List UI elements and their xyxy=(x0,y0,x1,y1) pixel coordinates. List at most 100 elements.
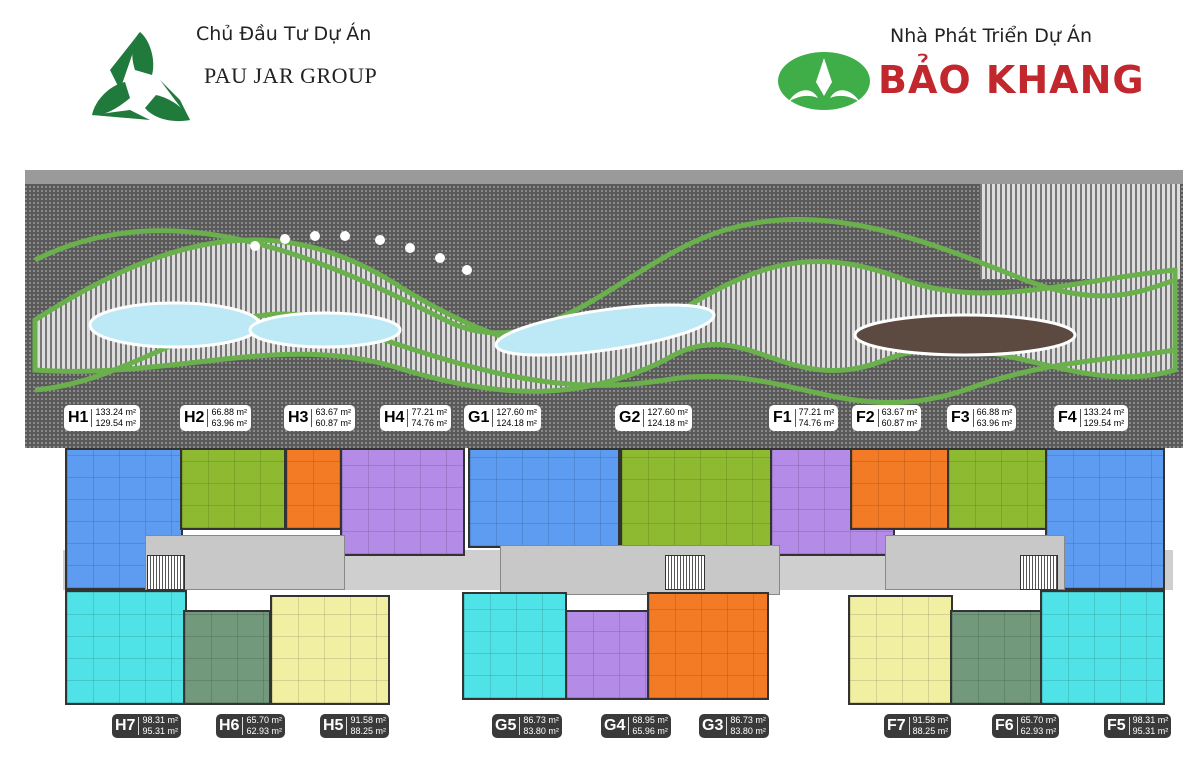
unit-f5[interactable] xyxy=(1040,590,1165,705)
area-net: 88.25 m² xyxy=(350,726,386,736)
area-net: 60.87 m² xyxy=(881,418,918,428)
core-center xyxy=(500,545,780,595)
unit-code: F6 xyxy=(995,717,1018,735)
unit-h5[interactable] xyxy=(270,595,390,705)
area-net: 63.96 m² xyxy=(976,418,1013,428)
unit-code: G5 xyxy=(495,717,521,735)
area-gross: 127.60 m² xyxy=(496,407,537,417)
area-net: 95.31 m² xyxy=(1132,726,1169,736)
area-gross: 66.88 m² xyxy=(211,407,247,417)
area-net: 83.80 m² xyxy=(730,726,766,736)
area-gross: 98.31 m² xyxy=(1132,715,1169,725)
area-gross: 91.58 m² xyxy=(912,715,949,725)
area-net: 65.96 m² xyxy=(632,726,668,736)
unit-code: F2 xyxy=(856,409,879,427)
unit-f4[interactable] xyxy=(1045,448,1165,590)
unit-code: F7 xyxy=(887,717,910,735)
area-gross: 133.24 m² xyxy=(1083,407,1125,417)
unit-f2[interactable] xyxy=(850,448,950,530)
area-gross: 133.24 m² xyxy=(95,407,136,417)
unit-g2[interactable] xyxy=(620,448,772,548)
unit-code: H5 xyxy=(323,717,348,735)
area-net: 60.87 m² xyxy=(315,418,351,428)
unit-code: H3 xyxy=(288,409,313,427)
area-gross: 63.67 m² xyxy=(881,407,918,417)
unit-f7[interactable] xyxy=(848,595,953,705)
area-net: 129.54 m² xyxy=(95,418,136,428)
area-gross: 65.70 m² xyxy=(1020,715,1057,725)
unit-g1[interactable] xyxy=(468,448,620,548)
area-gross: 98.31 m² xyxy=(142,715,178,725)
unit-h1[interactable] xyxy=(65,448,183,590)
area-gross: 86.73 m² xyxy=(730,715,766,725)
area-net: 74.76 m² xyxy=(411,418,447,428)
unit-h4[interactable] xyxy=(340,448,465,556)
area-net: 74.76 m² xyxy=(798,418,835,428)
unit-code: G2 xyxy=(619,409,645,427)
unit-code: H4 xyxy=(384,409,409,427)
unit-code: G1 xyxy=(468,409,494,427)
area-net: 62.93 m² xyxy=(1020,726,1057,736)
unit-f3[interactable] xyxy=(947,448,1052,530)
developer-name: BẢO KHANG xyxy=(878,58,1145,102)
area-gross: 91.58 m² xyxy=(350,715,386,725)
area-gross: 127.60 m² xyxy=(647,407,688,417)
unit-code: F5 xyxy=(1107,717,1130,735)
stair-left xyxy=(147,555,185,590)
unit-code: F4 xyxy=(1058,409,1081,427)
area-gross: 86.73 m² xyxy=(523,715,559,725)
area-gross: 77.21 m² xyxy=(411,407,447,417)
area-gross: 66.88 m² xyxy=(976,407,1013,417)
area-net: 83.80 m² xyxy=(523,726,559,736)
area-gross: 65.70 m² xyxy=(246,715,282,725)
unit-g3[interactable] xyxy=(647,592,769,700)
area-net: 63.96 m² xyxy=(211,418,247,428)
area-net: 124.18 m² xyxy=(647,418,688,428)
unit-code: H6 xyxy=(219,717,244,735)
area-net: 62.93 m² xyxy=(246,726,282,736)
area-gross: 68.95 m² xyxy=(632,715,668,725)
developer-caption: Nhà Phát Triển Dự Án xyxy=(890,25,1092,47)
unit-h7[interactable] xyxy=(65,590,187,705)
area-net: 95.31 m² xyxy=(142,726,178,736)
unit-h6[interactable] xyxy=(183,610,271,705)
unit-h2[interactable] xyxy=(180,448,286,530)
unit-g4[interactable] xyxy=(565,610,650,700)
unit-g5[interactable] xyxy=(462,592,567,700)
area-gross: 77.21 m² xyxy=(798,407,835,417)
unit-code: G3 xyxy=(702,717,728,735)
floor-plan xyxy=(25,170,1183,715)
unit-code: H1 xyxy=(68,409,93,427)
stair-right xyxy=(1020,555,1058,590)
unit-f6[interactable] xyxy=(950,610,1043,705)
investor-caption: Chủ Đầu Tư Dự Án xyxy=(196,23,372,45)
unit-code: F3 xyxy=(951,409,974,427)
unit-code: H2 xyxy=(184,409,209,427)
area-net: 88.25 m² xyxy=(912,726,949,736)
unit-code: F1 xyxy=(773,409,796,427)
area-net: 124.18 m² xyxy=(496,418,537,428)
unit-code: H7 xyxy=(115,717,140,735)
bao-khang-logo-icon xyxy=(778,52,870,110)
investor-name: PAU JAR GROUP xyxy=(204,63,378,88)
